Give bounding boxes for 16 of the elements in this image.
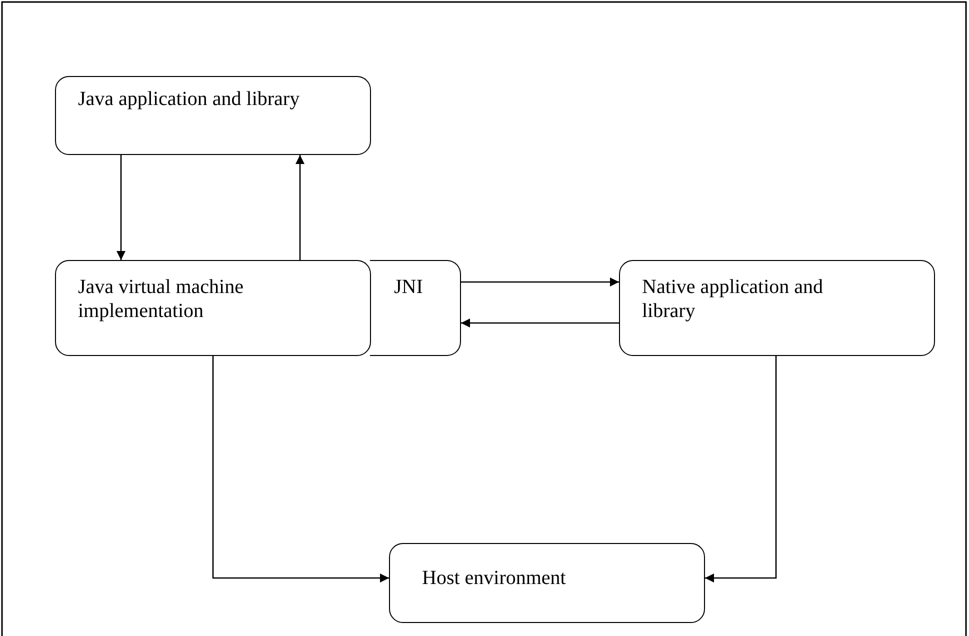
arrow — [212, 356, 389, 582]
interface-box — [370, 260, 461, 356]
arrow — [296, 155, 304, 260]
node-label: Host environment — [422, 566, 567, 590]
node-label: Java application and library — [78, 87, 301, 111]
process-box — [55, 260, 371, 356]
node-label: Java virtual machine implementation — [78, 275, 244, 323]
node-label: Native application and library — [642, 275, 824, 323]
process-box — [619, 260, 935, 356]
process-box — [55, 76, 371, 155]
arrow — [116, 155, 126, 260]
arrow — [705, 356, 777, 582]
arrow — [461, 318, 619, 328]
process-box — [389, 543, 705, 623]
arrow — [461, 278, 619, 286]
node-label: JNI — [394, 275, 424, 299]
